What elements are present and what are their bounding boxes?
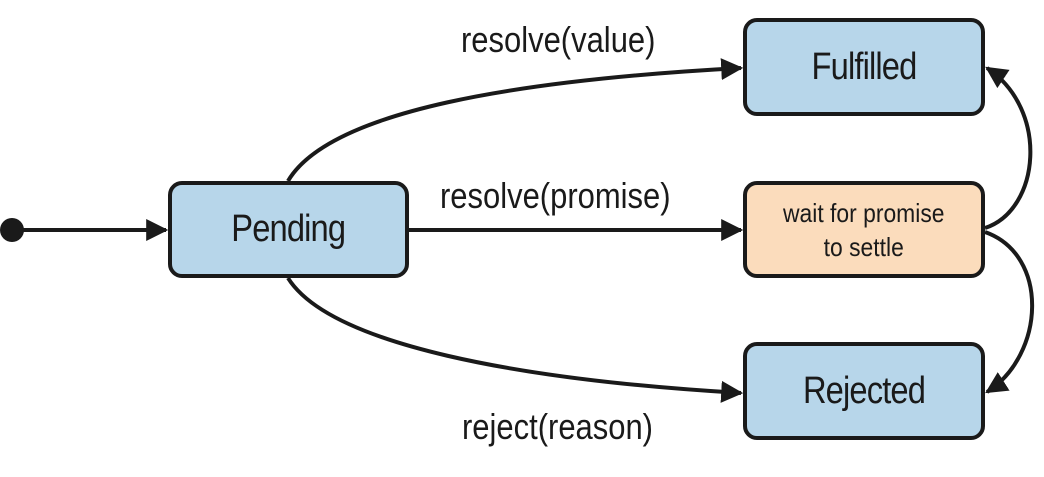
resolve-promise-edge-label: resolve(promise): [440, 175, 671, 216]
reject-reason-edge-label: reject(reason): [462, 406, 654, 447]
resolve-value-edge-label: resolve(value): [461, 19, 656, 60]
rejected-label: Rejected: [802, 369, 926, 412]
fulfilled-state-node: Fulfilled: [743, 18, 985, 116]
wait-label: wait for promise to settle: [783, 196, 944, 264]
wait-label-line2: to settle: [823, 231, 905, 262]
fulfilled-label: Fulfilled: [811, 45, 918, 88]
initial-state-dot: [0, 218, 24, 242]
rejected-state-node: Rejected: [743, 342, 985, 440]
edge-wait-to-rejected: [984, 230, 1035, 394]
edge-pending-to-rejected: [286, 276, 744, 403]
edge-wait-to-fulfilled: [984, 66, 1033, 230]
edge-pending-to-fulfilled: [286, 58, 744, 183]
wait-state-node: wait for promise to settle: [743, 181, 985, 278]
wait-label-line1: wait for promise: [783, 197, 945, 228]
pending-state-node: Pending: [168, 181, 409, 278]
pending-label: Pending: [231, 208, 347, 250]
